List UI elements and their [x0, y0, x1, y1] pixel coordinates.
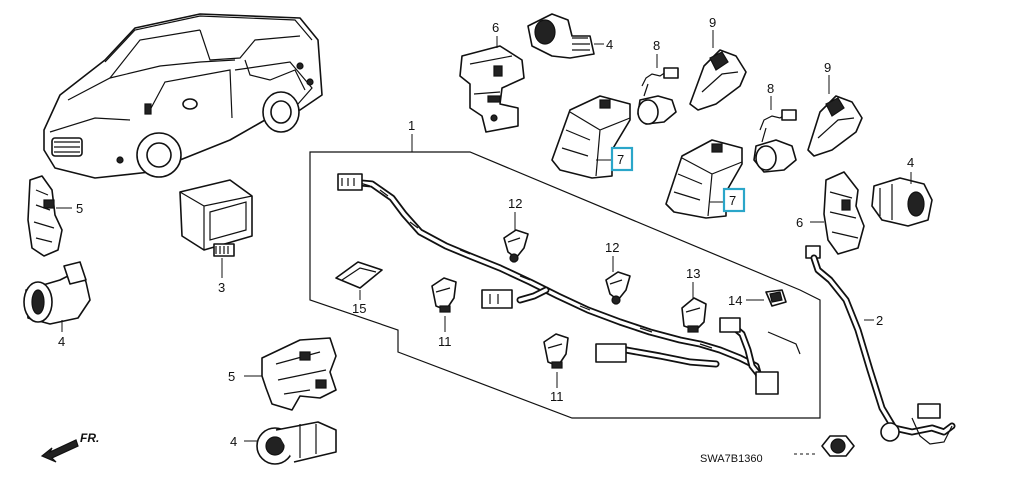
clip-13 — [681, 297, 707, 333]
callout-2: 2 — [876, 313, 883, 328]
callout-7-lower-box — [722, 187, 746, 213]
callout-6-top: 6 — [492, 20, 499, 35]
sensor-holder-7-upper — [551, 95, 631, 179]
callout-4-left: 4 — [58, 334, 65, 349]
callout-11-upper: 11 — [438, 334, 452, 349]
clip-12-upper — [503, 229, 529, 263]
bracket-5-bottom — [261, 337, 337, 411]
sensor-8-lower — [753, 109, 797, 173]
callout-4-top: 4 — [606, 37, 613, 52]
front-direction-arrow: FR. — [40, 431, 99, 463]
sensor-8-upper — [637, 67, 679, 125]
bracket-6-top — [459, 45, 525, 133]
callout-15: 15 — [352, 301, 366, 316]
callout-5-left: 5 — [76, 201, 83, 216]
callout-12-lower: 12 — [605, 240, 619, 255]
callout-5-bottom: 5 — [228, 369, 235, 384]
callout-13: 13 — [686, 266, 700, 281]
clip-12-lower — [605, 271, 631, 305]
nut — [794, 435, 855, 457]
harness-assembly-1-outline — [309, 151, 821, 419]
callout-3: 3 — [218, 280, 225, 295]
harness-2 — [805, 245, 956, 445]
callout-8-lower: 8 — [767, 81, 774, 96]
callout-8-upper: 8 — [653, 38, 660, 53]
callout-9-lower: 9 — [824, 60, 831, 75]
callout-7-upper-box — [610, 146, 634, 172]
callout-7-upper: 7 — [617, 152, 624, 167]
clip-11-lower — [543, 333, 569, 369]
pad-15 — [335, 261, 383, 289]
callout-11-lower: 11 — [550, 389, 564, 404]
cover-9-lower — [807, 95, 863, 157]
callout-4-bottom: 4 — [230, 434, 237, 449]
clip-11-upper — [431, 277, 457, 313]
bracket-5-left — [27, 175, 63, 257]
sensor-4-right — [871, 177, 933, 227]
sensor-4-left — [23, 261, 91, 325]
vehicle-illustration — [43, 13, 323, 179]
bracket-6-right — [823, 171, 865, 255]
main-harness-1 — [337, 173, 801, 395]
callout-1: 1 — [408, 118, 415, 133]
part-14 — [765, 289, 787, 307]
sensor-4-bottom — [256, 421, 337, 465]
front-direction-label: FR. — [80, 431, 99, 445]
control-unit-3 — [179, 179, 253, 257]
callout-14: 14 — [728, 293, 742, 308]
callout-7-lower: 7 — [729, 193, 736, 208]
callout-4-right: 4 — [907, 155, 914, 170]
sensor-4-top — [527, 13, 595, 59]
cover-9-upper — [689, 49, 747, 111]
diagram-code: SWA7B1360 — [700, 453, 763, 465]
callout-9-upper: 9 — [709, 15, 716, 30]
callout-12-upper: 12 — [508, 196, 522, 211]
callout-6-right: 6 — [796, 215, 803, 230]
